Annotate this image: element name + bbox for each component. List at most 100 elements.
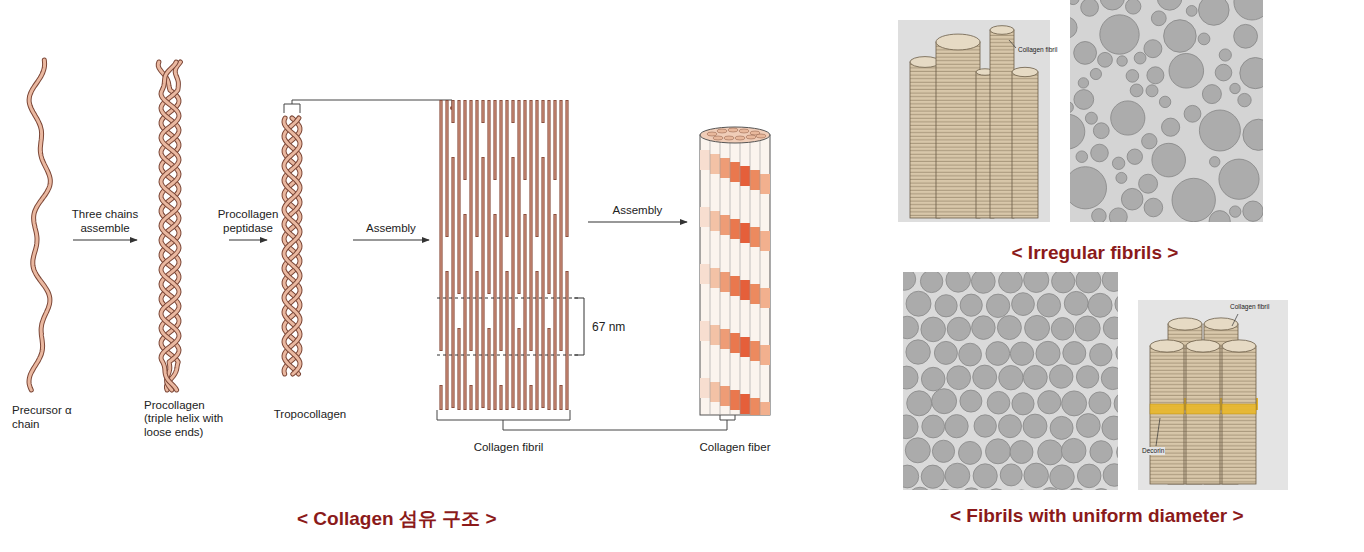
- fiber-band: [710, 382, 720, 402]
- dimension-bracket: [574, 298, 584, 355]
- tropocollagen-strand: [451, 100, 454, 123]
- fibril-section: [1070, 17, 1077, 38]
- fibril-section: [1074, 42, 1097, 65]
- tropocollagen-core: [470, 386, 471, 409]
- cylinder-body: [1012, 72, 1038, 218]
- fibril-section: [1100, 15, 1139, 54]
- tropocollagen-strand: [475, 100, 478, 237]
- tropocollagen-strand: [517, 100, 520, 294]
- fibril-cylinder: [1150, 340, 1184, 484]
- fibril-section: [1184, 105, 1201, 122]
- fibril-section: [1038, 391, 1061, 414]
- arrow-label: Three chains assemble: [67, 208, 143, 236]
- fibril-cylinder: [936, 34, 980, 218]
- tropocollagen-core: [518, 329, 519, 409]
- fibril-section: [1090, 441, 1112, 463]
- fibril-section: [1116, 172, 1127, 183]
- illustration-panel: [1138, 300, 1288, 490]
- fiber-band: [740, 394, 750, 414]
- tropocollagen-strand: [565, 271, 568, 410]
- tropocollagen-strand: [547, 100, 550, 294]
- fibril-section: [1162, 118, 1180, 136]
- fiber-band: [730, 219, 740, 239]
- fibril-section: [1115, 293, 1118, 315]
- fibril-section: [1234, 0, 1263, 20]
- fibril-cylinder: [1012, 67, 1038, 218]
- fibril-section: [974, 415, 996, 437]
- fiber-band: [750, 284, 760, 304]
- fiber-band: [730, 390, 740, 410]
- fibril-section: [1023, 414, 1047, 438]
- tropocollagen-strand: [469, 385, 472, 410]
- collagen-fiber: [700, 127, 770, 479]
- fibril-section: [1199, 0, 1230, 25]
- fiber-top-fibrils: [707, 128, 766, 140]
- leader-line: [1009, 40, 1016, 48]
- fiber-columns: [710, 138, 760, 415]
- tropocollagen-helix: [284, 118, 300, 374]
- fiber-band: [700, 207, 710, 227]
- fiber-band: [740, 166, 750, 186]
- stage-node: Tropocollagen: [268, 95, 352, 422]
- fiber-band: [760, 231, 770, 251]
- fibril-section: [1076, 414, 1100, 438]
- fibril-section: [905, 438, 930, 463]
- tropocollagen-core: [536, 101, 537, 236]
- leader-line: [1232, 314, 1238, 326]
- fibril-section: [1144, 198, 1163, 217]
- tropocollagen-strand: [523, 214, 526, 410]
- stage-node: Collagen fiber: [688, 118, 782, 455]
- fibril-section: [984, 489, 1009, 490]
- fiber-top: [700, 127, 770, 143]
- tropocollagen-core: [560, 101, 561, 350]
- fiber-band: [700, 264, 710, 284]
- tropocollagen-strand: [553, 214, 556, 410]
- tropocollagen-core: [560, 386, 561, 409]
- fibril-section: [1023, 365, 1047, 389]
- fibril-section: [1210, 157, 1220, 167]
- fiber-band: [700, 321, 710, 341]
- tropocollagen-strand: [481, 100, 484, 123]
- tropocollagen-core: [446, 101, 447, 236]
- strand-outline: [161, 62, 180, 390]
- fiber-band: [760, 345, 770, 365]
- fibril-outline: [750, 138, 751, 415]
- fibril-section: [1240, 58, 1263, 89]
- tropocollagen-strand: [463, 214, 466, 410]
- fibril-section: [920, 272, 942, 293]
- tropocollagen-strand: [445, 100, 448, 237]
- tropocollagen-strand: [511, 100, 514, 123]
- fibril-section: [1092, 209, 1107, 222]
- fibril-section: [1116, 342, 1118, 364]
- fibril-section: [1076, 272, 1101, 293]
- arrow-label: Assembly: [613, 204, 663, 218]
- fibril-section: [1121, 188, 1143, 210]
- fibril-cylinder: [1222, 340, 1256, 484]
- fibril-section: [1117, 441, 1118, 464]
- alpha-chain: [29, 60, 50, 390]
- fiber-band: [700, 150, 710, 170]
- fibril-section: [908, 487, 933, 490]
- tropocollagen-strand: [439, 100, 442, 351]
- tropocollagen-core: [452, 158, 453, 407]
- figure-caption: < Irregular fibrils >: [1012, 242, 1179, 265]
- micrograph-fibrils: [1070, 0, 1263, 222]
- fibril-section: [934, 341, 957, 364]
- cylinder-top: [990, 26, 1014, 35]
- fibril-end: [756, 134, 766, 138]
- fibril-section: [935, 295, 957, 317]
- fibril-section: [1100, 0, 1124, 10]
- bracket-line: [284, 100, 452, 113]
- fibril-section: [1090, 68, 1101, 79]
- fibril-section: [1151, 11, 1166, 26]
- micrograph: [903, 272, 1118, 490]
- tropocollagen-strand: [559, 385, 562, 410]
- cylinder-body: [936, 42, 980, 218]
- tropocollagen-strand: [511, 157, 514, 408]
- stage-node: Precursor α chain: [12, 50, 72, 432]
- fibril-section: [1142, 134, 1157, 149]
- fibril-section: [1102, 416, 1118, 440]
- fibril-section: [1199, 110, 1240, 151]
- tropocollagen-core: [506, 101, 507, 236]
